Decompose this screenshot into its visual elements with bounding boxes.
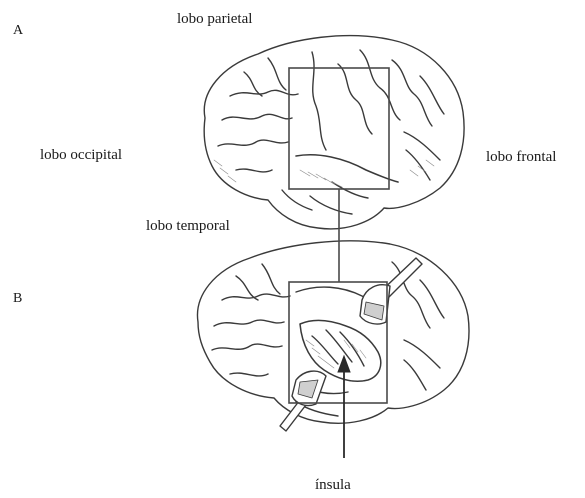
label-insula: ínsula <box>315 478 351 493</box>
brain-a-central-sulcus <box>312 52 326 150</box>
insula-arrow <box>338 356 350 458</box>
label-lobo-occipital: lobo occipital <box>40 148 122 163</box>
brain-b-outline <box>197 241 469 423</box>
label-lobo-frontal: lobo frontal <box>486 150 556 165</box>
panel-a-letter: A <box>13 24 23 38</box>
zoom-box-a <box>289 68 389 189</box>
retractor-upper <box>360 258 422 324</box>
brain-a <box>204 36 464 229</box>
zoom-boxes <box>289 68 389 403</box>
brain-a-sylvian-fissure <box>296 155 398 182</box>
label-lobo-parietal: lobo parietal <box>177 12 252 27</box>
panel-b-letter: B <box>13 292 22 306</box>
label-lobo-temporal: lobo temporal <box>146 219 230 234</box>
brain-a-outline <box>204 36 464 229</box>
brain-b <box>197 241 469 423</box>
